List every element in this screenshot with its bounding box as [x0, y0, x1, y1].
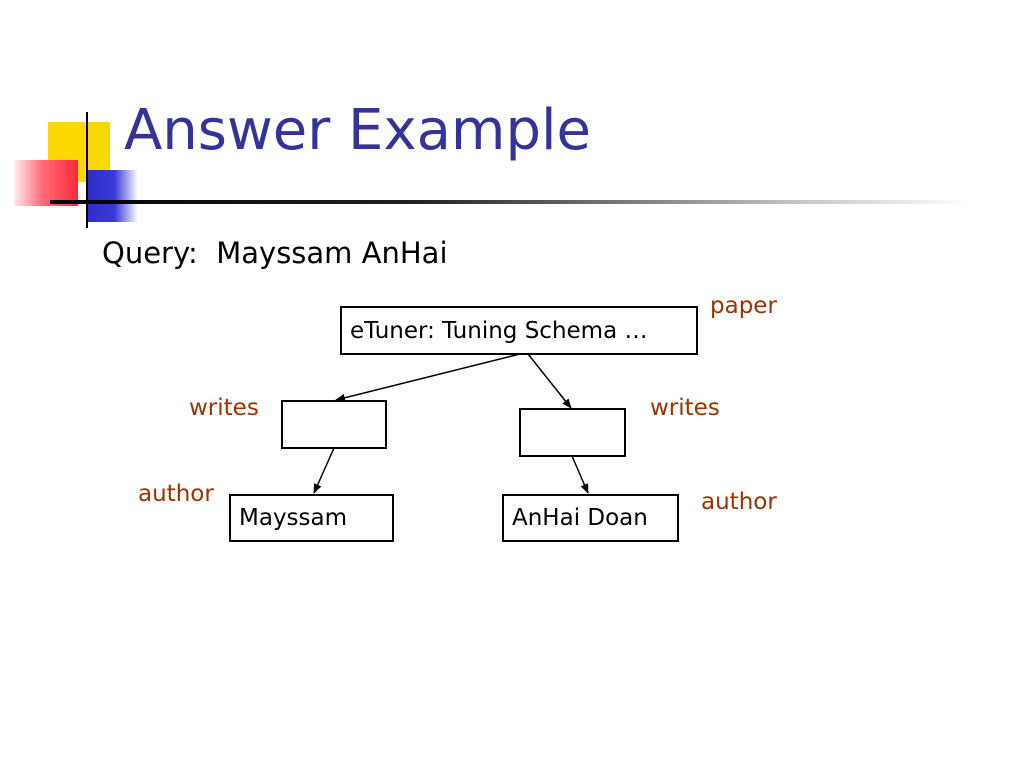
template-red-square — [14, 160, 78, 206]
slide-title: Answer Example — [124, 98, 592, 163]
paper-node: eTuner: Tuning Schema … — [340, 306, 698, 355]
label-author-right: author — [701, 489, 777, 515]
author-node-mayssam: Mayssam — [229, 494, 394, 542]
author-node-anhai-doan: AnHai Doan — [502, 494, 679, 542]
title-underline — [50, 200, 970, 204]
edge-paper-to-writes-left — [335, 353, 521, 402]
label-paper: paper — [710, 293, 777, 319]
label-writes-right: writes — [650, 395, 720, 421]
query-line: Query: Mayssam AnHai — [102, 234, 448, 272]
edge-writes-left-to-author — [313, 447, 335, 494]
query-label: Query: — [102, 236, 198, 270]
edge-writes-right-to-author — [571, 455, 589, 494]
label-writes-left: writes — [189, 395, 259, 421]
label-author-left: author — [138, 481, 214, 507]
query-value: Mayssam AnHai — [216, 236, 448, 270]
edge-paper-to-writes-right — [527, 353, 572, 409]
template-vertical-line — [86, 112, 88, 228]
template-blue-square — [86, 170, 138, 222]
writes-node-left — [281, 400, 387, 449]
writes-node-right — [519, 408, 626, 457]
